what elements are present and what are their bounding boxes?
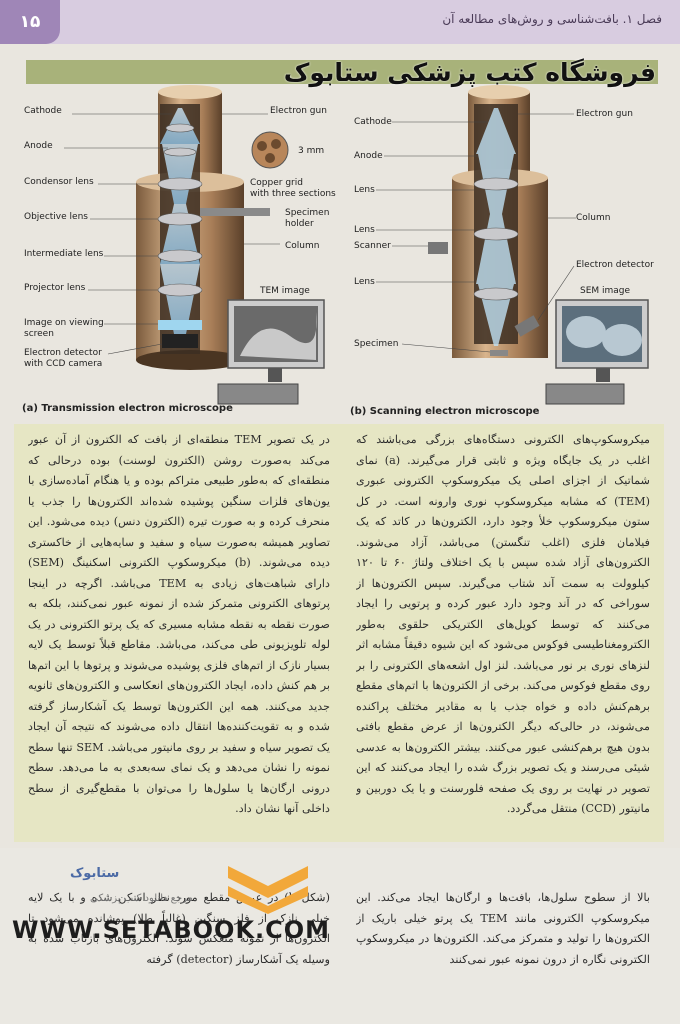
tem-label-grid-1: Copper grid (250, 178, 303, 188)
setabook-tagline: مرجع دانلود کتب پزشکی (90, 893, 193, 904)
tem-label-detector-2: with CCD camera (24, 359, 103, 369)
tem-label-image: TEM image (260, 286, 310, 296)
tem-intermediate-lens (157, 249, 203, 263)
tem-monitor (217, 299, 325, 405)
tem-condensor-lens (157, 177, 203, 191)
sem-scanner (428, 242, 448, 254)
tem-label-objective: Objective lens (24, 212, 88, 222)
tem-label-intermediate: Intermediate lens (24, 249, 104, 259)
tem-viewing-screen (158, 320, 202, 330)
sem-label-scanner: Scanner (354, 241, 391, 251)
sem-monitor (545, 299, 649, 405)
tem-projector-lens (157, 283, 203, 297)
sem-label-image: SEM image (580, 286, 631, 296)
sem-label-lens-1: Lens (354, 185, 375, 195)
watermark-store-text: فروشگاه کتب پزشکی ستابوک (283, 58, 656, 87)
setabook-logo-text: ستابوک (70, 866, 120, 881)
tem-diagram (64, 85, 325, 405)
sem-lens-3 (473, 287, 519, 301)
sem-specimen (490, 350, 508, 356)
setabook-url: WWW.SETABOOK.COM (12, 916, 331, 944)
right-column-text: میکروسکوپ‌های الکترونی دستگاه‌های بزرگی … (356, 433, 650, 815)
tem-objective-lens (157, 212, 203, 226)
tem-caption: (a) Transmission electron microscope (22, 403, 233, 414)
tem-label-gun: Electron gun (270, 106, 327, 116)
figure-banner (26, 60, 658, 84)
chapter-title: فصل ۱. بافت‌شناسی و روش‌های مطالعه آن (442, 12, 662, 26)
sem-detector (514, 315, 540, 337)
figure-description-box (14, 424, 664, 842)
lower-text-area (0, 848, 680, 1024)
tem-label-anode: Anode (24, 141, 53, 151)
sem-lens-1 (473, 177, 519, 191)
sem-label-specimen: Specimen (354, 339, 399, 349)
sem-lens-2 (473, 227, 519, 241)
tem-specimen-holder (200, 208, 270, 216)
lower-right-text: بالا از سطوح سلول‌ها، بافت‌ها و ارگان‌ها… (356, 891, 650, 966)
tem-label-cathode: Cathode (24, 106, 62, 116)
sem-label-detector: Electron detector (576, 260, 654, 270)
tem-label-holder-2: holder (285, 219, 314, 229)
sem-diagram (376, 85, 649, 405)
lower-left-text: (شکل b) در عرض مقطع مورد نظر اسکن شده و … (28, 891, 330, 966)
tem-label-column: Column (285, 241, 320, 251)
tem-label-grid-2: with three sections (250, 189, 336, 199)
page-number: ۱۵ (0, 0, 60, 44)
page-header: ۱۵ فصل ۱. بافت‌شناسی و روش‌های مطالعه آن (0, 0, 680, 44)
left-column-text: در یک تصویر TEM منطقه‌ای از بافت که الکت… (28, 433, 330, 815)
tem-label-viewing-1: Image on viewing (24, 318, 104, 328)
tem-label-detector-1: Electron detector (24, 348, 102, 358)
sem-label-anode: Anode (354, 151, 383, 161)
sem-label-lens-2: Lens (354, 225, 375, 235)
sem-label-gun: Electron gun (576, 109, 633, 119)
setabook-logo (228, 866, 308, 914)
tem-ccd-camera (162, 334, 198, 348)
sem-label-column: Column (576, 213, 611, 223)
sem-label-cathode: Cathode (354, 117, 392, 127)
sem-caption: (b) Scanning electron microscope (350, 406, 540, 417)
tem-label-condensor: Condensor lens (24, 177, 94, 187)
tem-label-holder-1: Specimen (285, 208, 330, 218)
tem-label-size: 3 mm (298, 146, 325, 156)
tem-label-projector: Projector lens (24, 283, 86, 293)
sem-label-lens-3: Lens (354, 277, 375, 287)
tem-label-viewing-2: screen (24, 329, 54, 339)
